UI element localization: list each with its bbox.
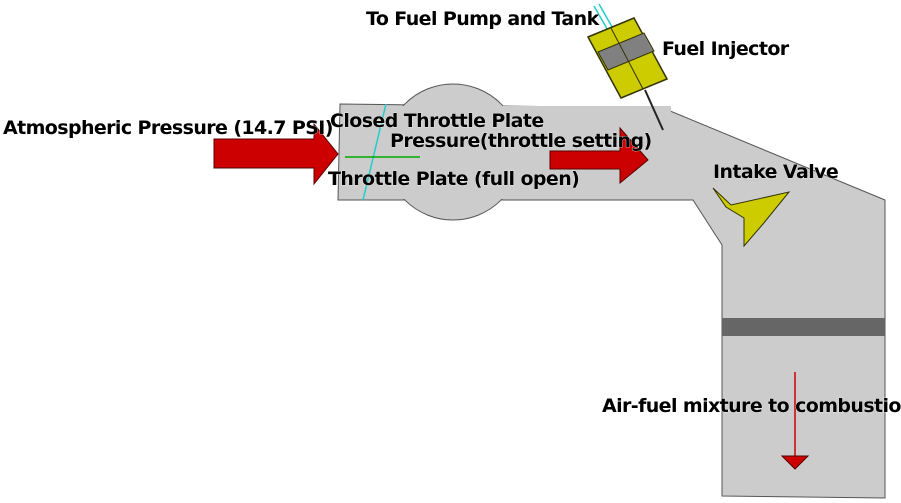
mixture-flow-arrow-head — [780, 455, 810, 470]
label-atmospheric-pressure: Atmospheric Pressure (14.7 PSI) — [3, 117, 333, 139]
intake-valve — [712, 187, 791, 248]
cylinder-divider-band — [722, 318, 885, 336]
label-closed-throttle-plate: Closed Throttle Plate — [330, 110, 544, 132]
atmospheric-pressure-arrow — [213, 122, 339, 186]
label-intake-valve: Intake Valve — [713, 161, 838, 183]
injector-band — [597, 32, 655, 71]
label-air-fuel-mixture: Air-fuel mixture to combustion — [602, 395, 901, 417]
label-fuel-injector: Fuel Injector — [662, 38, 790, 60]
label-fuel-supply: To Fuel Pump and Tank — [366, 8, 600, 30]
fuel-injector — [586, 17, 669, 131]
injector-center-line — [610, 27, 644, 90]
closed-throttle-plate — [362, 103, 387, 201]
label-pressure-throttle-setting: Pressure(throttle setting) — [390, 130, 652, 152]
injector-nozzle — [644, 89, 664, 131]
manifold-pressure-arrow — [549, 126, 649, 185]
label-throttle-plate-full-open: Throttle Plate (full open) — [328, 168, 579, 190]
